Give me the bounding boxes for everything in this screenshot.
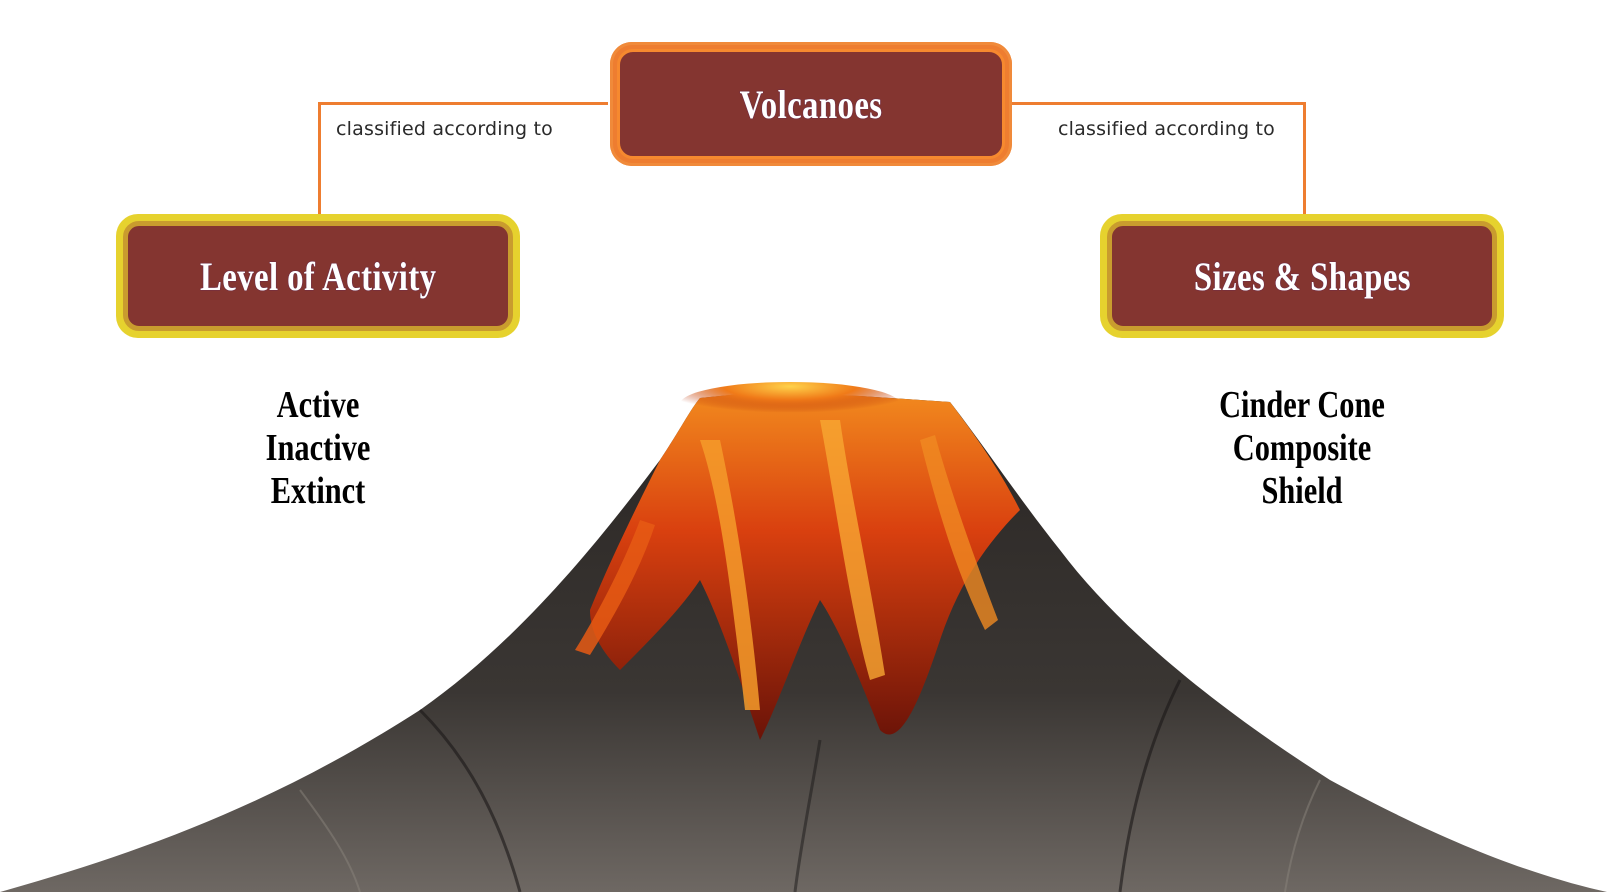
branch-node-label: Level of Activity [199,253,437,299]
branch-node-fill: Level of Activity [123,221,513,331]
connector-left-horizontal [318,102,608,105]
list-item: Cinder Cone [1219,384,1385,426]
list-item: Shield [1261,470,1343,512]
list-item: Composite [1232,427,1372,469]
connector-right-horizontal [1010,102,1306,105]
activity-levels-list: Active Inactive Extinct [218,384,418,513]
branch-node-fill: Sizes & Shapes [1107,221,1497,331]
edge-label-left: classified according to [336,118,553,140]
root-node-fill: Volcanoes [617,49,1005,159]
branch-node-label: Sizes & Shapes [1193,253,1411,299]
root-node-volcanoes[interactable]: Volcanoes [610,42,1012,166]
list-item: Inactive [265,427,371,469]
branch-node-sizes-shapes[interactable]: Sizes & Shapes [1100,214,1504,338]
list-item: Extinct [270,470,366,512]
connector-left-vertical [318,102,321,214]
volcano-types-list: Cinder Cone Composite Shield [1182,384,1422,513]
list-item: Active [276,384,360,426]
root-node-label: Volcanoes [739,81,883,127]
connector-right-vertical [1303,102,1306,214]
volcano-illustration [0,382,1607,892]
edge-label-right: classified according to [1058,118,1275,140]
branch-node-level-of-activity[interactable]: Level of Activity [116,214,520,338]
